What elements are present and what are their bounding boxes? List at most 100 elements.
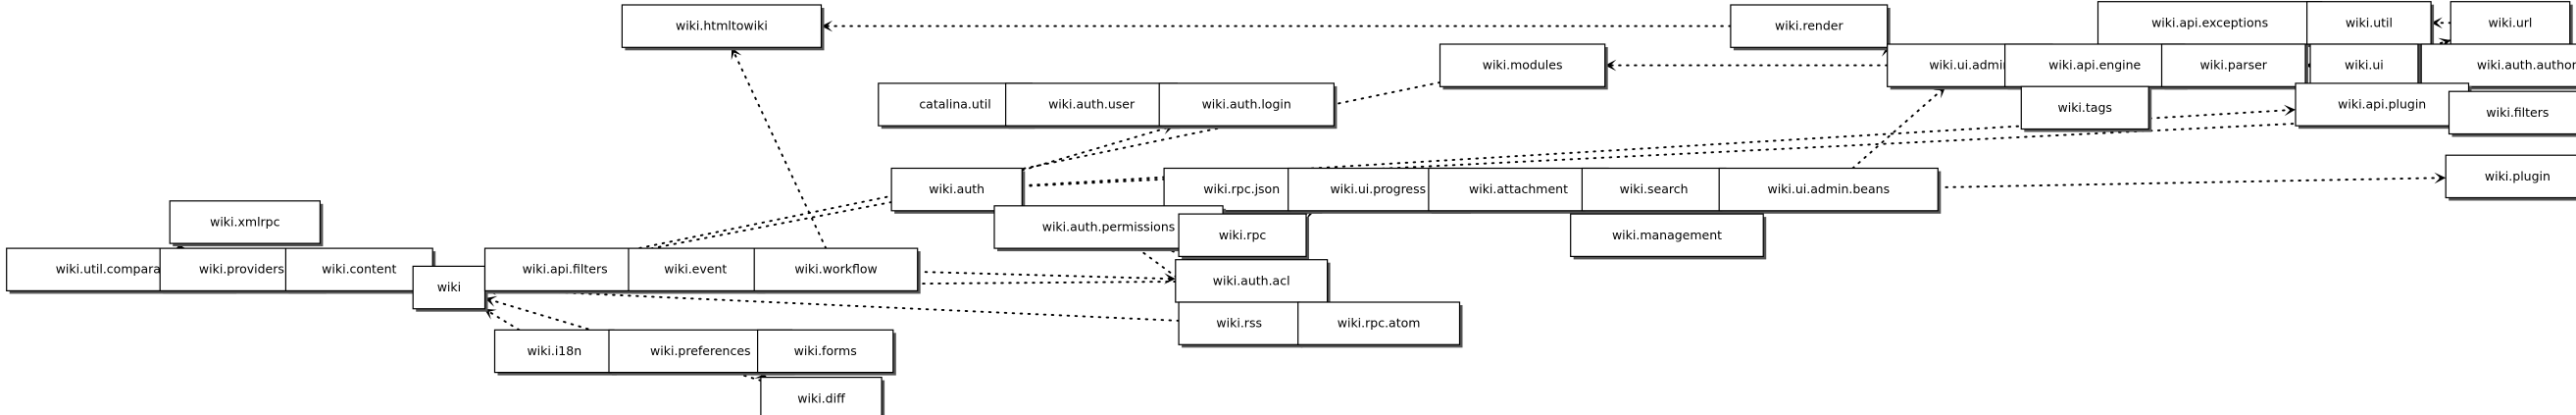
node-label: wiki.rpc.json (1203, 182, 1280, 196)
package-node[interactable]: wiki.rss (1178, 301, 1303, 348)
edge-line (731, 46, 828, 250)
node-box[interactable] (760, 377, 883, 415)
package-node[interactable]: wiki.event (628, 247, 766, 294)
node-box[interactable] (169, 200, 321, 244)
package-node[interactable]: wiki.plugin (2445, 154, 2576, 201)
node-box[interactable] (2020, 85, 2149, 130)
package-node[interactable]: wiki.api.engine (2003, 43, 2188, 90)
package-node[interactable]: wiki.auth.authorize (2420, 43, 2576, 90)
package-node[interactable]: wiki.parser (2160, 43, 2309, 90)
node-box[interactable] (1439, 43, 1606, 87)
node-box[interactable] (621, 4, 823, 48)
edge-line (1937, 177, 2448, 188)
node-label: wiki.ui.admin.beans (1767, 182, 1890, 196)
node-box[interactable] (1297, 301, 1461, 345)
package-node[interactable]: wiki.render (1730, 4, 1891, 51)
node-box[interactable] (1730, 4, 1889, 48)
node-box[interactable] (753, 247, 919, 292)
package-node[interactable]: wiki.ui (2309, 43, 2421, 90)
edge-line (1851, 85, 1947, 170)
package-node[interactable]: wiki.api.plugin (2295, 82, 2472, 130)
node-box[interactable] (493, 329, 615, 374)
package-node[interactable]: wiki.search (1581, 167, 1729, 214)
package-node[interactable]: wiki (412, 265, 488, 312)
node-label: wiki.rpc.atom (1338, 316, 1421, 331)
node-label: wiki.util.comparators (56, 262, 184, 277)
package-node[interactable]: wiki.api.filters (483, 247, 648, 294)
edge-arrowhead (176, 238, 189, 250)
dependency-edge (482, 307, 521, 332)
node-box[interactable] (2448, 90, 2576, 135)
node-box[interactable] (890, 167, 1023, 212)
node-box[interactable] (1581, 167, 1727, 212)
dependency-edge (731, 46, 828, 250)
package-node[interactable]: wiki.forms (756, 329, 896, 376)
node-label: wiki.workflow (794, 262, 877, 277)
package-node[interactable]: wiki.attachment (1428, 167, 1612, 214)
node-box[interactable] (284, 247, 433, 292)
package-node[interactable]: wiki.content (284, 247, 436, 294)
node-label: wiki.auth.acl (1213, 273, 1290, 287)
node-label: wiki.ui (2345, 58, 2384, 73)
package-node[interactable]: wiki.diff (760, 377, 885, 415)
node-box[interactable] (1718, 167, 1939, 212)
node-label: wiki.plugin (2485, 169, 2551, 183)
edge-line (482, 307, 521, 332)
package-node[interactable]: wiki.auth.acl (1175, 259, 1331, 305)
edge-arrowhead (2434, 172, 2447, 184)
node-label: wiki.rss (1216, 316, 1262, 331)
node-label: catalina.util (919, 97, 990, 112)
package-node[interactable]: wiki.auth.user (1004, 82, 1181, 130)
package-node[interactable]: wiki.htmltowiki (621, 4, 825, 51)
edge-arrowhead (731, 47, 742, 61)
package-node[interactable]: wiki.auth (890, 167, 1026, 214)
node-box[interactable] (1004, 82, 1178, 127)
package-node[interactable]: wiki.auth.login (1158, 82, 1338, 130)
node-box[interactable] (2450, 1, 2571, 45)
package-node[interactable]: wiki.modules (1439, 43, 1608, 90)
package-node[interactable]: wiki.management (1570, 213, 1767, 260)
package-node[interactable]: wiki.tags (2020, 85, 2152, 132)
node-box[interactable] (2295, 82, 2470, 127)
node-box[interactable] (1175, 259, 1329, 303)
node-box[interactable] (2096, 1, 2323, 45)
edge-arrowhead (2438, 37, 2451, 49)
edge-arrowhead (1164, 273, 1176, 285)
node-box[interactable] (2306, 1, 2432, 45)
node-box[interactable] (1570, 213, 1764, 258)
package-node[interactable]: wiki.ui.admin.beans (1718, 167, 1942, 214)
node-box[interactable] (1158, 82, 1335, 127)
node-box[interactable] (1428, 167, 1609, 212)
node-box[interactable] (756, 329, 894, 374)
node-label: wiki.ui.admin (1929, 58, 2010, 73)
package-node[interactable]: wiki.url (2450, 1, 2573, 47)
package-node[interactable]: wiki.i18n (493, 329, 618, 376)
node-label: wiki.modules (1483, 58, 1563, 73)
package-node[interactable]: wiki.xmlrpc (169, 200, 324, 247)
package-node[interactable]: wiki.workflow (753, 247, 921, 294)
package-node[interactable]: wiki.filters (2448, 90, 2576, 137)
edge-arrowhead (2284, 104, 2296, 117)
node-box[interactable] (628, 247, 764, 292)
node-box[interactable] (2309, 43, 2419, 87)
node-label: wiki.auth.user (1048, 97, 1136, 112)
node-box[interactable] (2160, 43, 2306, 87)
node-label: wiki.auth.authorize (2477, 58, 2576, 73)
package-node[interactable]: wiki.rpc (1178, 213, 1309, 260)
package-node[interactable]: wiki.rpc.atom (1297, 301, 1463, 348)
node-label: wiki.auth.permissions (1042, 219, 1176, 233)
node-box[interactable] (2003, 43, 2186, 87)
node-box[interactable] (2445, 154, 2576, 199)
package-node[interactable]: wiki.api.exceptions (2096, 1, 2325, 47)
node-box[interactable] (2420, 43, 2576, 87)
node-label: wiki.tags (2058, 100, 2112, 115)
node-label: wiki.providers (199, 262, 284, 277)
edge-arrowhead (2431, 17, 2443, 29)
node-box[interactable] (1178, 213, 1307, 258)
node-box[interactable] (412, 265, 486, 310)
node-label: wiki.xmlrpc (210, 214, 280, 229)
node-label: wiki.management (1612, 228, 1722, 242)
package-node[interactable]: wiki.util (2306, 1, 2435, 47)
node-label: wiki.preferences (650, 343, 751, 358)
